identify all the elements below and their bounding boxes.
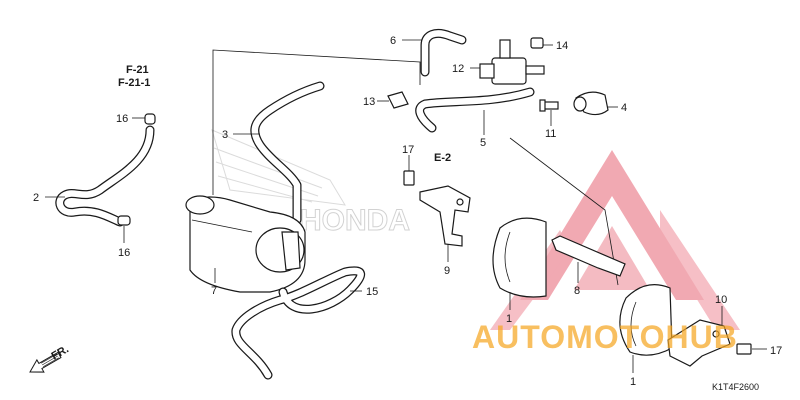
clip-13 — [387, 91, 409, 109]
diagram-code: K1T4F2600 — [712, 382, 759, 392]
reference-f21-1: F-21-1 — [118, 77, 150, 89]
callout-10: 10 — [715, 294, 727, 306]
cap-4 — [573, 91, 609, 116]
cover-1-lower — [619, 284, 673, 356]
callout-17-upper: 17 — [402, 144, 414, 156]
callout-9: 9 — [444, 265, 450, 277]
callout-2: 2 — [33, 192, 39, 204]
callout-3: 3 — [222, 129, 228, 141]
front-direction-arrow-icon — [29, 351, 62, 373]
leader-lines — [45, 39, 767, 373]
canister-7 — [185, 195, 306, 293]
group-bracket-canister — [212, 49, 421, 195]
reference-e2: E-2 — [434, 152, 451, 164]
hose-2 — [55, 125, 155, 227]
bolt-17-lower — [736, 343, 752, 355]
bracket-10 — [667, 319, 731, 367]
callout-15: 15 — [366, 286, 378, 298]
callout-4: 4 — [621, 102, 627, 114]
plate-8 — [551, 235, 626, 277]
callout-5: 5 — [480, 137, 486, 149]
reference-f21: F-21 — [126, 64, 149, 76]
callout-6: 6 — [390, 35, 396, 47]
honda-text-watermark: HONDA — [300, 204, 410, 237]
screw-14 — [530, 37, 544, 49]
hose-15 — [231, 266, 366, 380]
callout-14: 14 — [556, 40, 568, 52]
bolt-11 — [539, 99, 559, 112]
callout-1-upper: 1 — [506, 313, 512, 325]
callout-17-lower: 17 — [770, 345, 782, 357]
hose-6 — [420, 28, 467, 77]
callout-12: 12 — [452, 63, 464, 75]
shop-watermark-text: AUTOMOTOHUB — [472, 319, 738, 355]
front-direction-label: FR. — [50, 343, 71, 362]
bolt-17-upper — [403, 170, 415, 186]
callout-8: 8 — [574, 285, 580, 297]
bracket-9 — [419, 185, 471, 247]
callout-16-upper: 16 — [116, 113, 128, 125]
hose-3 — [250, 81, 325, 225]
callout-16-lower: 16 — [118, 247, 130, 259]
hose-5 — [415, 87, 535, 133]
callout-13: 13 — [363, 96, 375, 108]
clamp-16-lower — [117, 215, 131, 226]
cover-1-upper — [492, 217, 547, 298]
callout-11: 11 — [545, 128, 556, 140]
callout-1-lower: 1 — [630, 376, 636, 388]
solenoid-valve-12 — [479, 39, 545, 85]
callout-7: 7 — [211, 285, 217, 297]
clamp-16-upper — [144, 113, 156, 125]
